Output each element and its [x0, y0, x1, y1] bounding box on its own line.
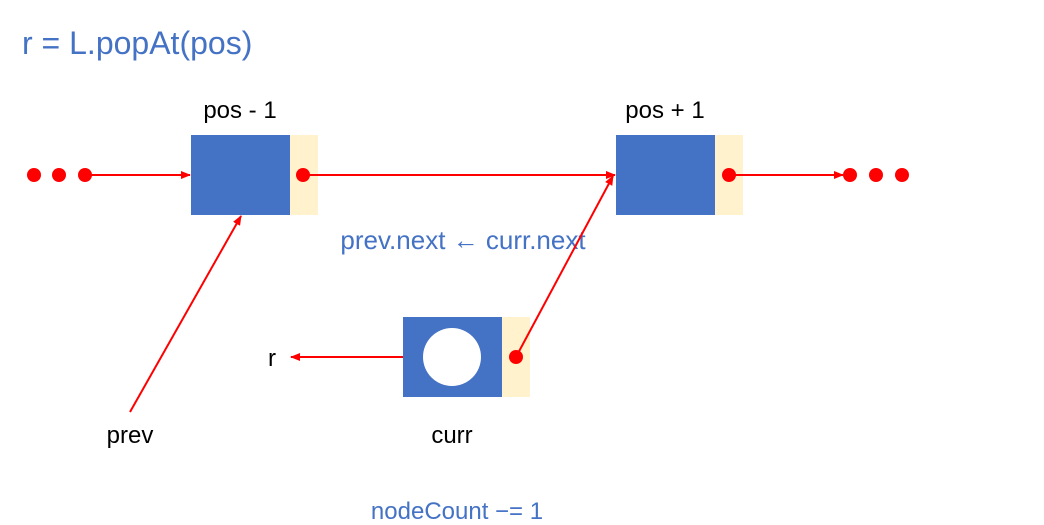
slide-title: r = L.popAt(pos)	[22, 25, 252, 61]
left-ellipsis	[27, 168, 92, 182]
node-left-label: pos - 1	[203, 97, 276, 124]
prev-pointer-arrow	[129, 215, 242, 413]
node-pos-minus-1	[191, 135, 318, 215]
node-curr	[403, 317, 530, 397]
prev-label: prev	[107, 422, 154, 449]
ellipsis-dot	[843, 168, 857, 182]
node-data-cell	[616, 135, 715, 215]
curr-next-arrow	[515, 175, 614, 358]
assignment-text: prev.next ← curr.next	[340, 225, 586, 255]
node-pos-plus-1	[616, 135, 743, 215]
data-circle	[423, 328, 481, 386]
curr-label: curr	[431, 422, 472, 449]
ellipsis-dot	[27, 168, 41, 182]
ellipsis-dot	[869, 168, 883, 182]
right-ellipsis	[843, 168, 909, 182]
node-data-cell	[191, 135, 290, 215]
r-label: r	[268, 345, 276, 372]
ellipsis-dot	[52, 168, 66, 182]
ellipsis-dot	[895, 168, 909, 182]
node-right-label: pos + 1	[625, 97, 704, 124]
node-count-text: nodeCount −= 1	[371, 498, 543, 525]
